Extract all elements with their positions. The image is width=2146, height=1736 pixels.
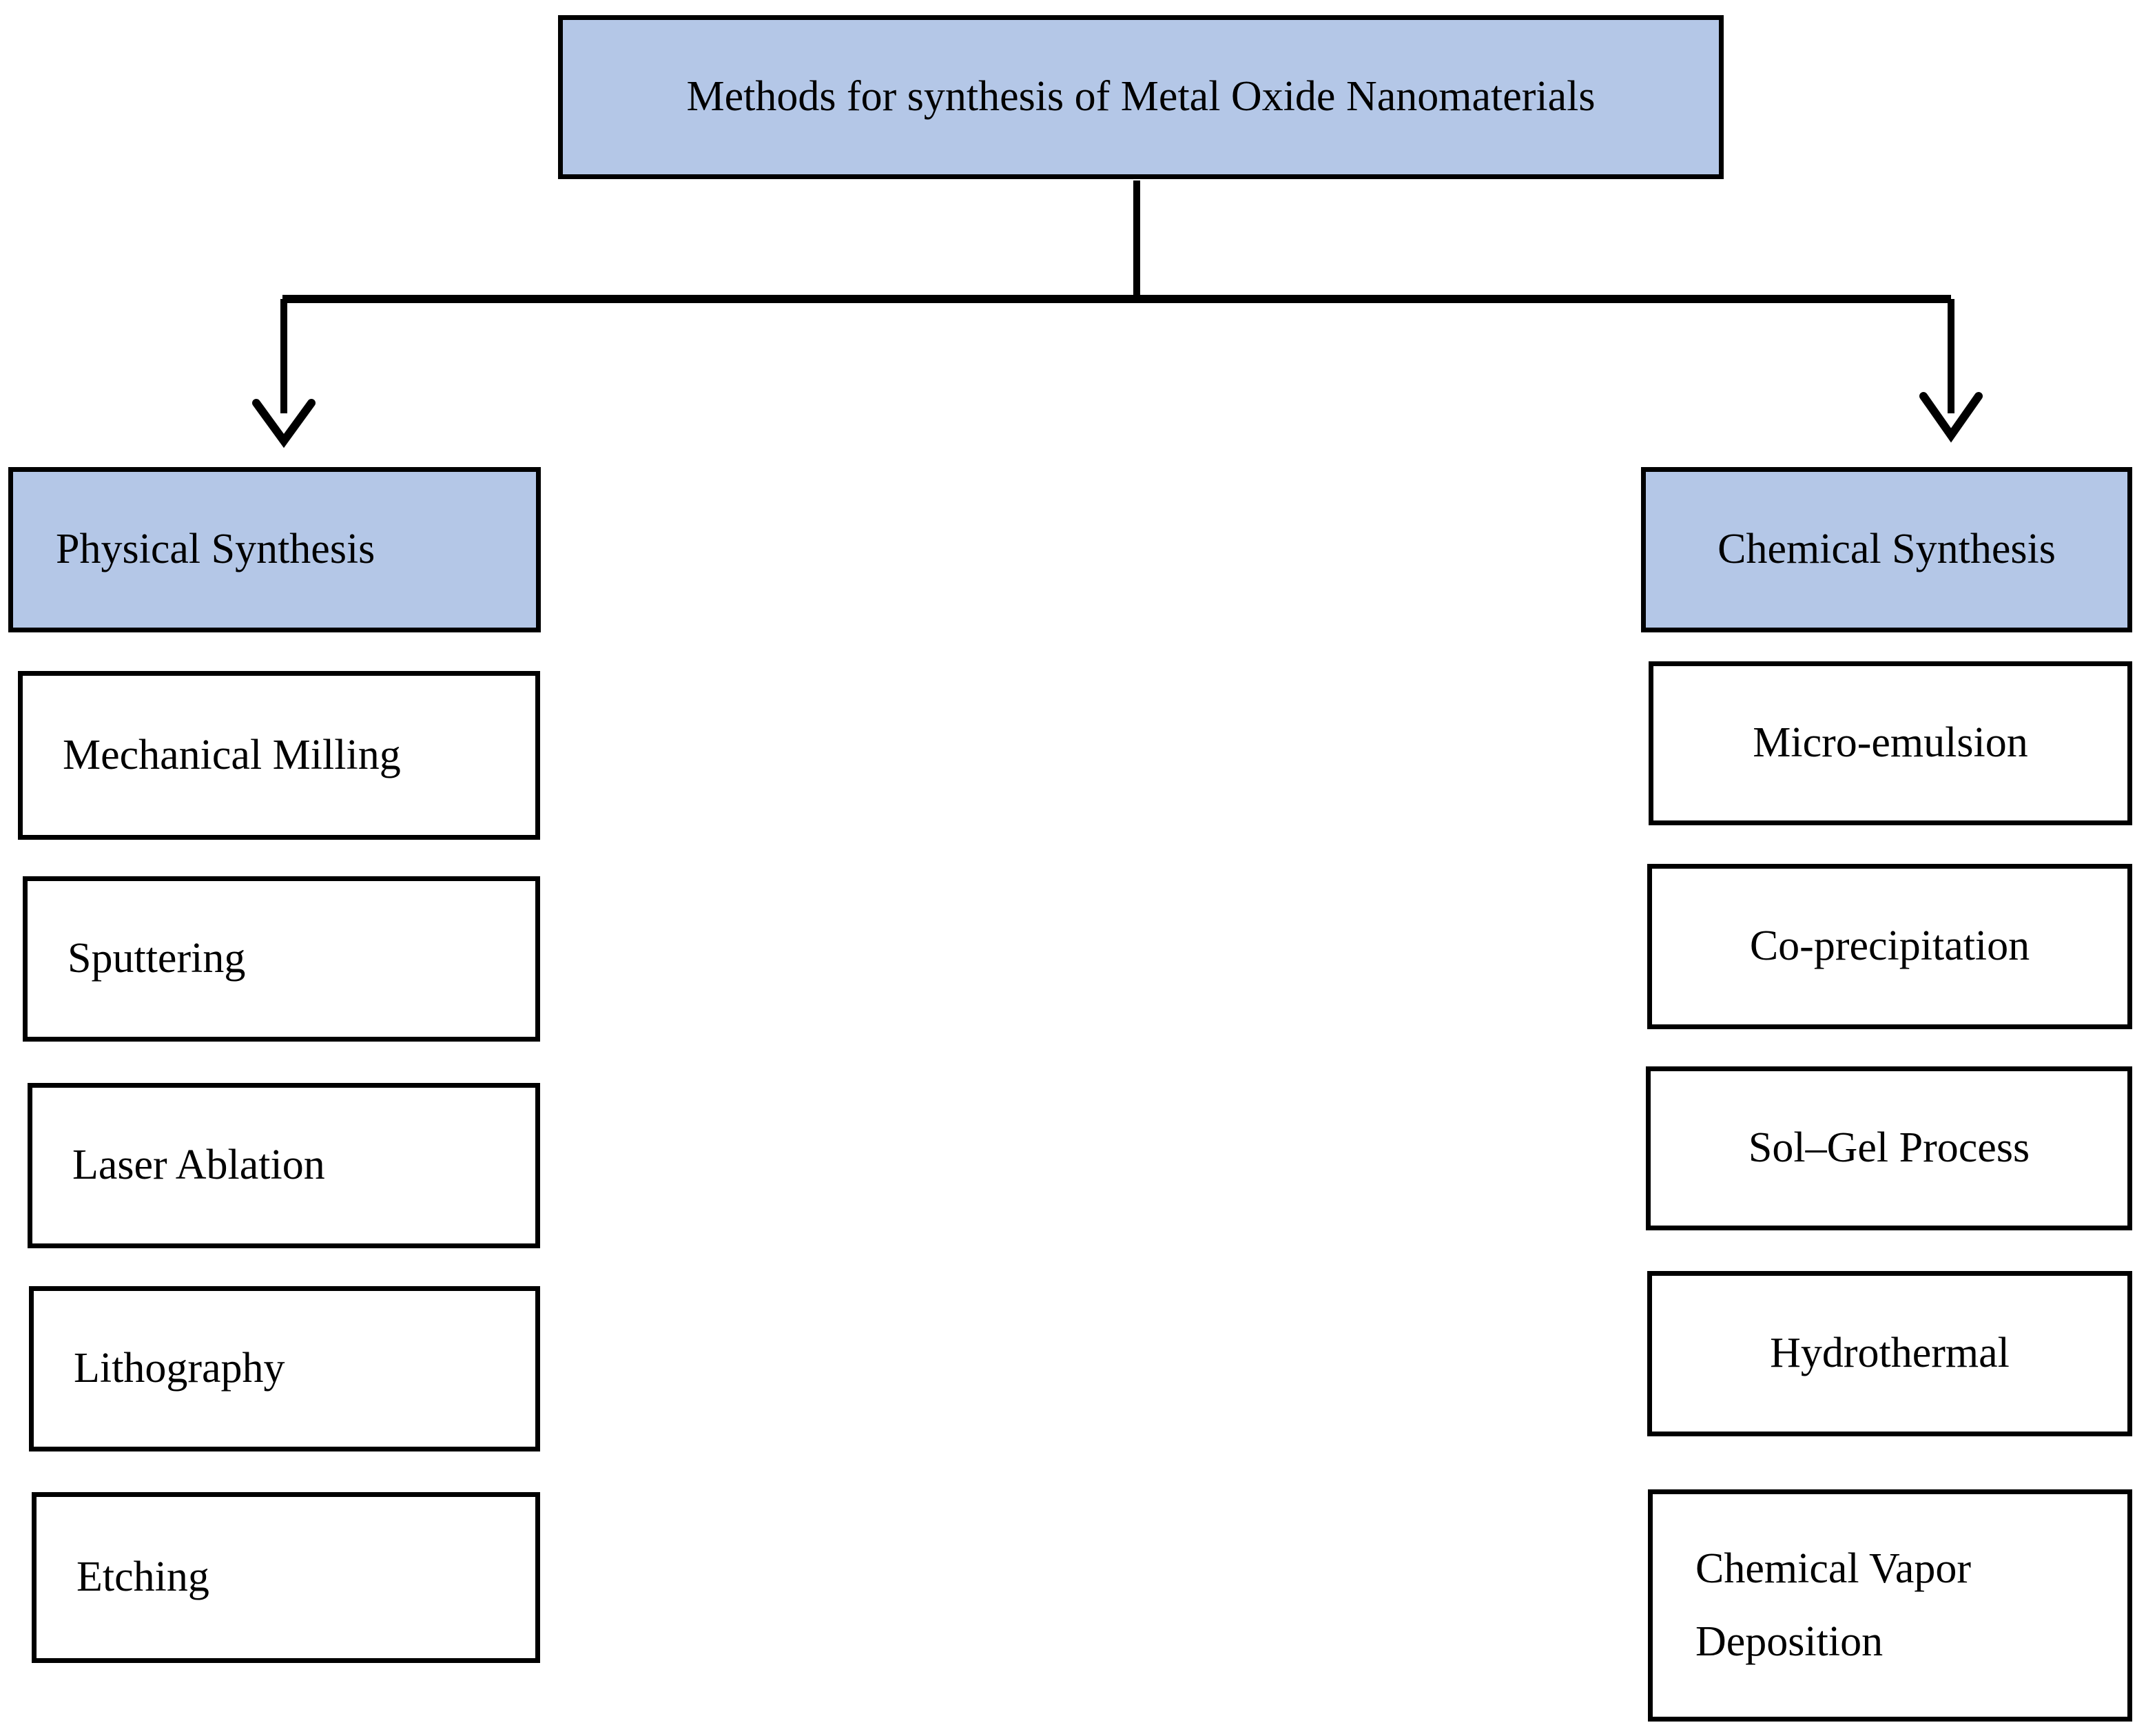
node-sol-gel-process[interactable]: Sol–Gel Process [1646, 1066, 2132, 1230]
node-laser-ablation[interactable]: Laser Ablation [28, 1083, 540, 1248]
node-co-precipitation[interactable]: Co-precipitation [1647, 864, 2132, 1029]
root-node-label: Methods for synthesis of Metal Oxide Nan… [686, 73, 1596, 121]
left-branch-arrowhead [252, 399, 316, 448]
node-lithography[interactable]: Lithography [29, 1286, 540, 1451]
node-micro-emulsion-label: Micro-emulsion [1753, 719, 2028, 767]
node-chemical-vapor-deposition[interactable]: Chemical Vapor Deposition [1648, 1489, 2132, 1722]
node-sol-gel-process-label: Sol–Gel Process [1748, 1124, 2030, 1172]
node-chemical-vapor-deposition-label: Chemical Vapor Deposition [1695, 1545, 1972, 1665]
node-hydrothermal-label: Hydrothermal [1770, 1330, 2010, 1377]
node-lithography-label: Lithography [74, 1345, 285, 1392]
node-hydrothermal[interactable]: Hydrothermal [1647, 1271, 2132, 1436]
node-sputtering-label: Sputtering [68, 935, 246, 982]
branch-header-physical-synthesis-label: Physical Synthesis [56, 526, 375, 573]
node-micro-emulsion[interactable]: Micro-emulsion [1649, 661, 2132, 825]
node-laser-ablation-label: Laser Ablation [72, 1141, 325, 1189]
node-co-precipitation-label: Co-precipitation [1749, 922, 2030, 970]
node-etching[interactable]: Etching [32, 1492, 540, 1663]
branch-header-physical-synthesis[interactable]: Physical Synthesis [8, 467, 541, 632]
node-etching-label: Etching [76, 1553, 209, 1601]
branch-header-chemical-synthesis-label: Chemical Synthesis [1717, 526, 2056, 573]
root-node[interactable]: Methods for synthesis of Metal Oxide Nan… [558, 15, 1724, 179]
node-mechanical-milling-label: Mechanical Milling [63, 731, 401, 778]
right-branch-arrowhead [1919, 392, 1983, 443]
node-mechanical-milling[interactable]: Mechanical Milling [18, 671, 540, 840]
branch-header-chemical-synthesis[interactable]: Chemical Synthesis [1641, 467, 2132, 632]
node-sputtering[interactable]: Sputtering [23, 876, 540, 1042]
